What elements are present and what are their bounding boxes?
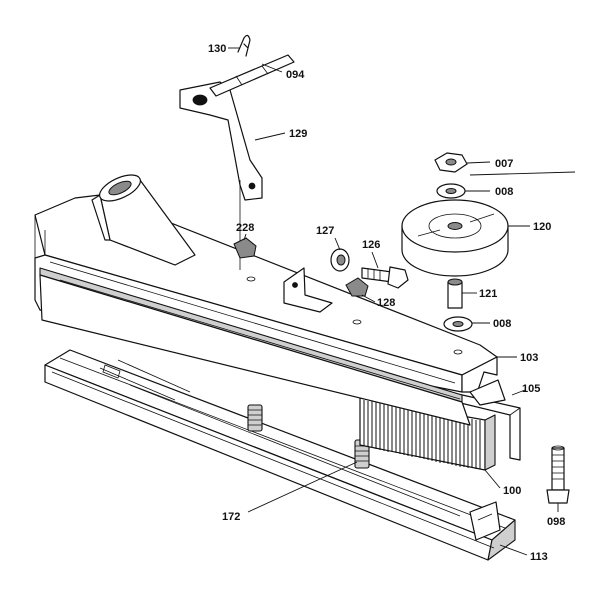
callout-121: 121 bbox=[479, 288, 497, 300]
rod-094 bbox=[209, 54, 295, 97]
callout-113: 113 bbox=[530, 551, 548, 563]
callout-105: 105 bbox=[522, 383, 540, 395]
handle-socket bbox=[91, 174, 196, 266]
callout-098: 098 bbox=[547, 516, 565, 528]
axle-121 bbox=[447, 278, 463, 309]
callout-126: 126 bbox=[362, 239, 380, 251]
clip-pin-130 bbox=[237, 34, 251, 57]
callout-228: 228 bbox=[236, 222, 254, 234]
callout-120: 120 bbox=[533, 221, 551, 233]
wing-nut-128 bbox=[345, 277, 369, 325]
base-rail-113 bbox=[44, 349, 516, 561]
callout-172: 172 bbox=[222, 511, 240, 523]
callout-103: 103 bbox=[520, 352, 538, 364]
callout-008-top: 008 bbox=[495, 186, 513, 198]
washer-008-bottom bbox=[443, 316, 473, 355]
hinge-bracket bbox=[283, 267, 333, 313]
callout-094: 094 bbox=[286, 69, 305, 81]
leader-lines bbox=[228, 47, 576, 556]
callout-127: 127 bbox=[316, 225, 334, 237]
washer-127 bbox=[330, 248, 350, 272]
bolt-098 bbox=[546, 445, 570, 504]
callout-008-bottom: 008 bbox=[493, 318, 511, 330]
spring-172-left bbox=[247, 404, 263, 432]
callout-129: 129 bbox=[289, 128, 307, 140]
callout-labels: 130 094 129 007 008 228 127 126 120 128 … bbox=[208, 43, 565, 563]
wheel-120 bbox=[401, 199, 509, 277]
bolt-126 bbox=[361, 266, 409, 289]
callout-130: 130 bbox=[208, 43, 226, 55]
washer-008-top bbox=[436, 183, 466, 199]
callout-100: 100 bbox=[503, 485, 521, 497]
callout-128: 128 bbox=[377, 297, 395, 309]
callout-007: 007 bbox=[495, 158, 513, 170]
nut-007 bbox=[434, 152, 468, 173]
